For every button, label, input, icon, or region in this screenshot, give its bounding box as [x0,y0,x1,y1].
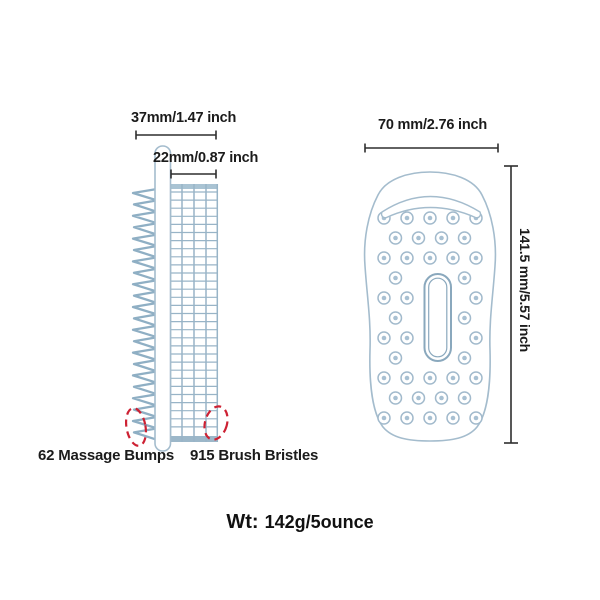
massage-bumps-pattern [377,211,483,425]
bristle-grid [169,184,219,443]
dimension-lines [135,130,518,444]
dim-label-bristle-width: 22mm/0.87 inch [153,150,259,166]
side-view-figure [124,145,229,452]
center-slot-outer [423,273,452,362]
massage-bumps-label: 62 Massage Bumps [38,447,175,464]
bumps-highlight-circle [124,407,148,447]
weight-value: 142g/5ounce [264,512,374,532]
grip-slot [380,195,482,219]
weight-note: Wt:142g/5ounce [0,511,600,534]
back-view-figure [363,171,497,442]
brush-bristles-label: 915 Brush Bristles [190,447,319,464]
side-handle-bar [154,145,172,452]
dim-label-back-width: 70 mm/2.76 inch [378,117,488,133]
massage-bumps-coil [131,187,159,441]
dim-label-back-height: 141.5 mm/5.57 inch [517,228,533,353]
weight-label: Wt: [226,511,259,533]
center-slot-inner [428,277,448,358]
bristles-highlight-circle [203,405,229,441]
dim-label-total-width: 37mm/1.47 inch [131,110,237,126]
